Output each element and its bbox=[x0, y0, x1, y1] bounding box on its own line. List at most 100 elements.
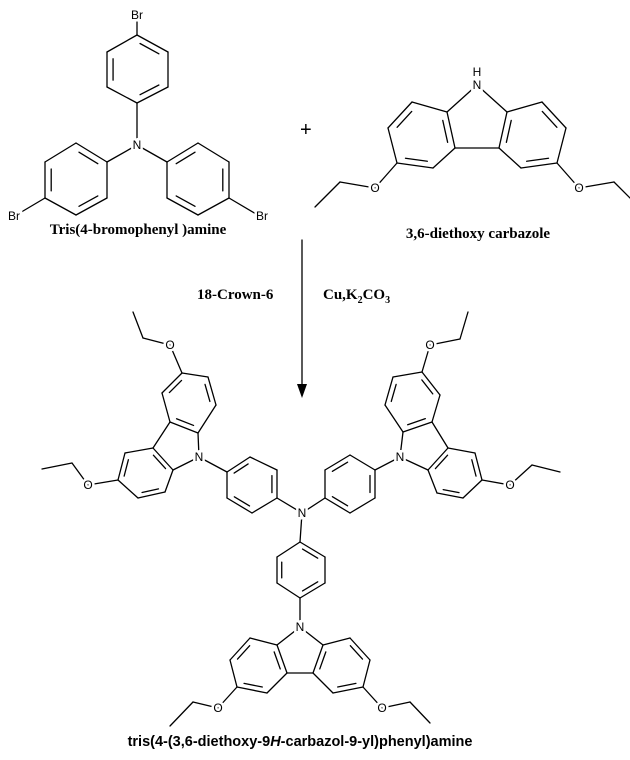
double-bond-inner bbox=[541, 110, 558, 128]
double-bond-inner bbox=[331, 461, 349, 473]
double-bond-inner bbox=[139, 42, 160, 55]
double-bond-inner bbox=[471, 459, 477, 477]
reactant-1-name: Tris(4-bromophenyl )amine bbox=[49, 222, 227, 238]
bond bbox=[374, 456, 401, 471]
ring-bond bbox=[161, 372, 183, 394]
ring-bond bbox=[197, 197, 230, 216]
atom-label-br: Br bbox=[8, 209, 20, 223]
double-bond-inner bbox=[141, 488, 160, 494]
atom-label-o: O bbox=[505, 478, 514, 492]
ring-bond bbox=[498, 147, 522, 169]
double-bond-inner bbox=[78, 151, 99, 165]
ring-bond bbox=[266, 672, 288, 694]
ring-bond bbox=[117, 452, 126, 481]
single-bond bbox=[314, 181, 341, 208]
single-bond bbox=[421, 344, 431, 373]
ring-bond bbox=[106, 34, 138, 53]
ring-bond bbox=[152, 447, 174, 471]
ring-bond bbox=[498, 111, 508, 149]
bond bbox=[136, 144, 168, 163]
bond bbox=[198, 456, 228, 473]
ring-bond bbox=[446, 111, 456, 149]
ring-bond bbox=[421, 371, 441, 396]
double-bond-inner bbox=[243, 682, 263, 688]
double-bond-inner bbox=[301, 581, 319, 592]
double-bond-inner bbox=[396, 110, 413, 128]
ring-bond bbox=[229, 637, 251, 661]
ring-bond bbox=[402, 421, 433, 433]
ring-bond bbox=[276, 541, 301, 558]
double-bond-inner bbox=[421, 379, 434, 395]
ring-bond bbox=[75, 197, 108, 216]
atom-label-o: O bbox=[213, 701, 222, 715]
ring-bond bbox=[387, 101, 413, 129]
double-bond-inner bbox=[404, 157, 428, 162]
single-bond bbox=[556, 162, 580, 189]
ring-bond bbox=[411, 101, 448, 113]
bond bbox=[228, 197, 257, 215]
reaction-arrow bbox=[297, 239, 307, 398]
bond bbox=[299, 626, 324, 646]
ring-bond bbox=[299, 541, 326, 558]
ring-bond bbox=[396, 162, 434, 169]
double-bond-inner bbox=[204, 383, 211, 403]
atom-label-o: O bbox=[377, 701, 386, 715]
ring-bond bbox=[299, 582, 326, 599]
product-name-part: tris(4-(3,6-diethoxy-9 bbox=[127, 734, 271, 750]
double-bond-inner bbox=[505, 119, 512, 143]
product-name: tris(4-(3,6-diethoxy-9H-carbazol-9-yl)ph… bbox=[128, 734, 473, 750]
double-bond-inner bbox=[337, 682, 357, 688]
ring-bond bbox=[387, 127, 398, 164]
product-name-part: -carbazol-9-yl)phenyl)amine bbox=[280, 734, 473, 750]
ring-bond bbox=[541, 101, 567, 129]
bond bbox=[446, 84, 478, 113]
ring-bond bbox=[349, 497, 376, 514]
ring-bond bbox=[106, 86, 138, 104]
ring-bond bbox=[166, 142, 199, 163]
ring-bond bbox=[161, 392, 171, 423]
ring-bond bbox=[276, 644, 288, 674]
plus-sign: + bbox=[300, 119, 312, 141]
ring-bond bbox=[44, 142, 77, 163]
single-bond bbox=[217, 686, 238, 709]
single-bond bbox=[169, 701, 194, 727]
reagent-text: Cu,K bbox=[323, 287, 358, 303]
ring-bond bbox=[44, 197, 77, 216]
single-bond bbox=[531, 464, 561, 473]
ring-bond bbox=[136, 34, 169, 53]
bond bbox=[17, 197, 46, 215]
single-bond bbox=[459, 311, 469, 340]
atom-label-br: Br bbox=[256, 209, 268, 223]
ring-bond bbox=[324, 497, 351, 514]
ring-bond bbox=[226, 456, 251, 473]
ring-bond bbox=[427, 469, 438, 494]
ring-bond bbox=[181, 372, 209, 378]
double-bond-inner bbox=[349, 645, 364, 660]
double-bond-inner bbox=[233, 496, 251, 507]
double-bond-inner bbox=[233, 463, 249, 474]
bond bbox=[431, 421, 449, 449]
ring-bond bbox=[520, 162, 558, 169]
double-bond-inner bbox=[407, 418, 426, 426]
single-bond bbox=[169, 344, 183, 374]
reagent-subscript: 2 bbox=[357, 295, 363, 306]
bond bbox=[152, 421, 171, 449]
bonds-layer bbox=[17, 21, 630, 727]
ring-bond bbox=[392, 371, 423, 378]
ring-bond bbox=[427, 447, 449, 471]
ring-bond bbox=[322, 637, 351, 646]
single-bond bbox=[374, 162, 398, 189]
atom-label-n: N bbox=[296, 620, 305, 634]
ring-bond bbox=[362, 659, 371, 688]
product-name-italic: H bbox=[270, 734, 281, 750]
double-bond-inner bbox=[139, 84, 160, 96]
ring-bond bbox=[324, 454, 351, 471]
ring-bond bbox=[384, 376, 394, 406]
ring-bond bbox=[349, 637, 371, 661]
ring-bond bbox=[251, 497, 278, 514]
bond bbox=[399, 431, 404, 458]
ring-bond bbox=[276, 582, 301, 599]
single-bond bbox=[132, 311, 144, 339]
atom-label-o: O bbox=[574, 181, 583, 195]
